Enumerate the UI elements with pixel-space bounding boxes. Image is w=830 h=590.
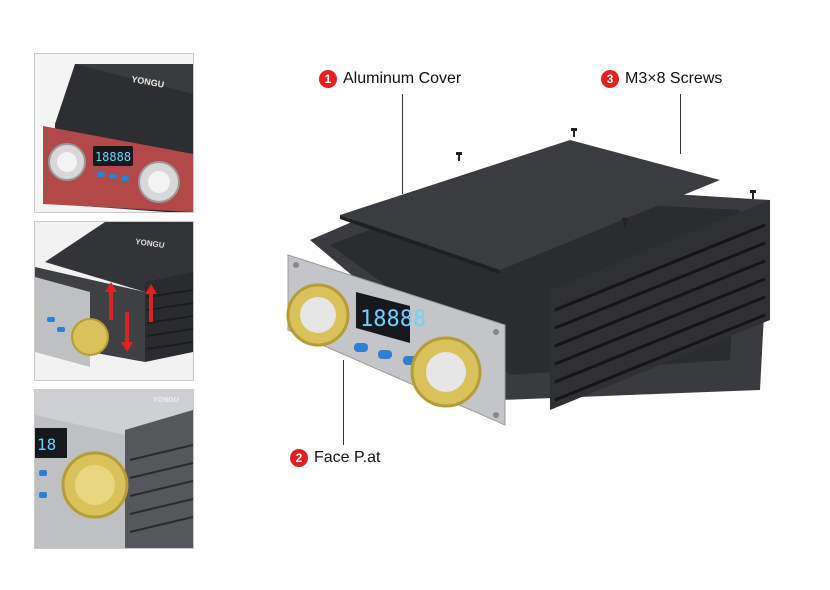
callout-face-plate: 2 Face P.at: [290, 449, 380, 467]
thumbnail-assembly-arrows: YONGU: [34, 221, 194, 381]
screw-icon: [456, 128, 756, 227]
svg-text:YONGU: YONGU: [135, 237, 166, 250]
callout-label: Face P.at: [314, 449, 381, 466]
play-button-icon: [354, 343, 368, 352]
thumb-display: [93, 146, 133, 166]
thumbnail-red-front: 18888 YONGU: [34, 53, 194, 213]
callout-label: Aluminum Cover: [343, 70, 462, 87]
callout-number: 2: [290, 449, 308, 467]
gold-knob: [71, 318, 109, 356]
callout-number: 1: [319, 70, 337, 88]
svg-text:18: 18: [37, 435, 56, 454]
arrows-icon: [105, 282, 157, 352]
callout-number: 3: [601, 70, 619, 88]
svg-text:YONGU: YONGU: [153, 397, 179, 404]
thumbnail-closeup-knob: YONGU 18: [34, 389, 194, 549]
pause-button-icon: [378, 350, 392, 359]
callout-screws: 3 M3×8 Screws: [601, 70, 722, 88]
leader-line-2: [343, 360, 344, 445]
aluminum-cover-plate: [340, 140, 720, 270]
svg-text:18888: 18888: [360, 307, 426, 332]
callout-aluminum-cover: 1 Aluminum Cover: [319, 70, 461, 88]
exploded-enclosure-illustration: 18888: [286, 128, 770, 426]
main-display: [356, 292, 410, 343]
callout-label: M3×8 Screws: [625, 70, 723, 87]
svg-text:18888: 18888: [95, 150, 131, 164]
leader-line-3: [680, 94, 681, 154]
leader-line-1: [402, 94, 403, 194]
